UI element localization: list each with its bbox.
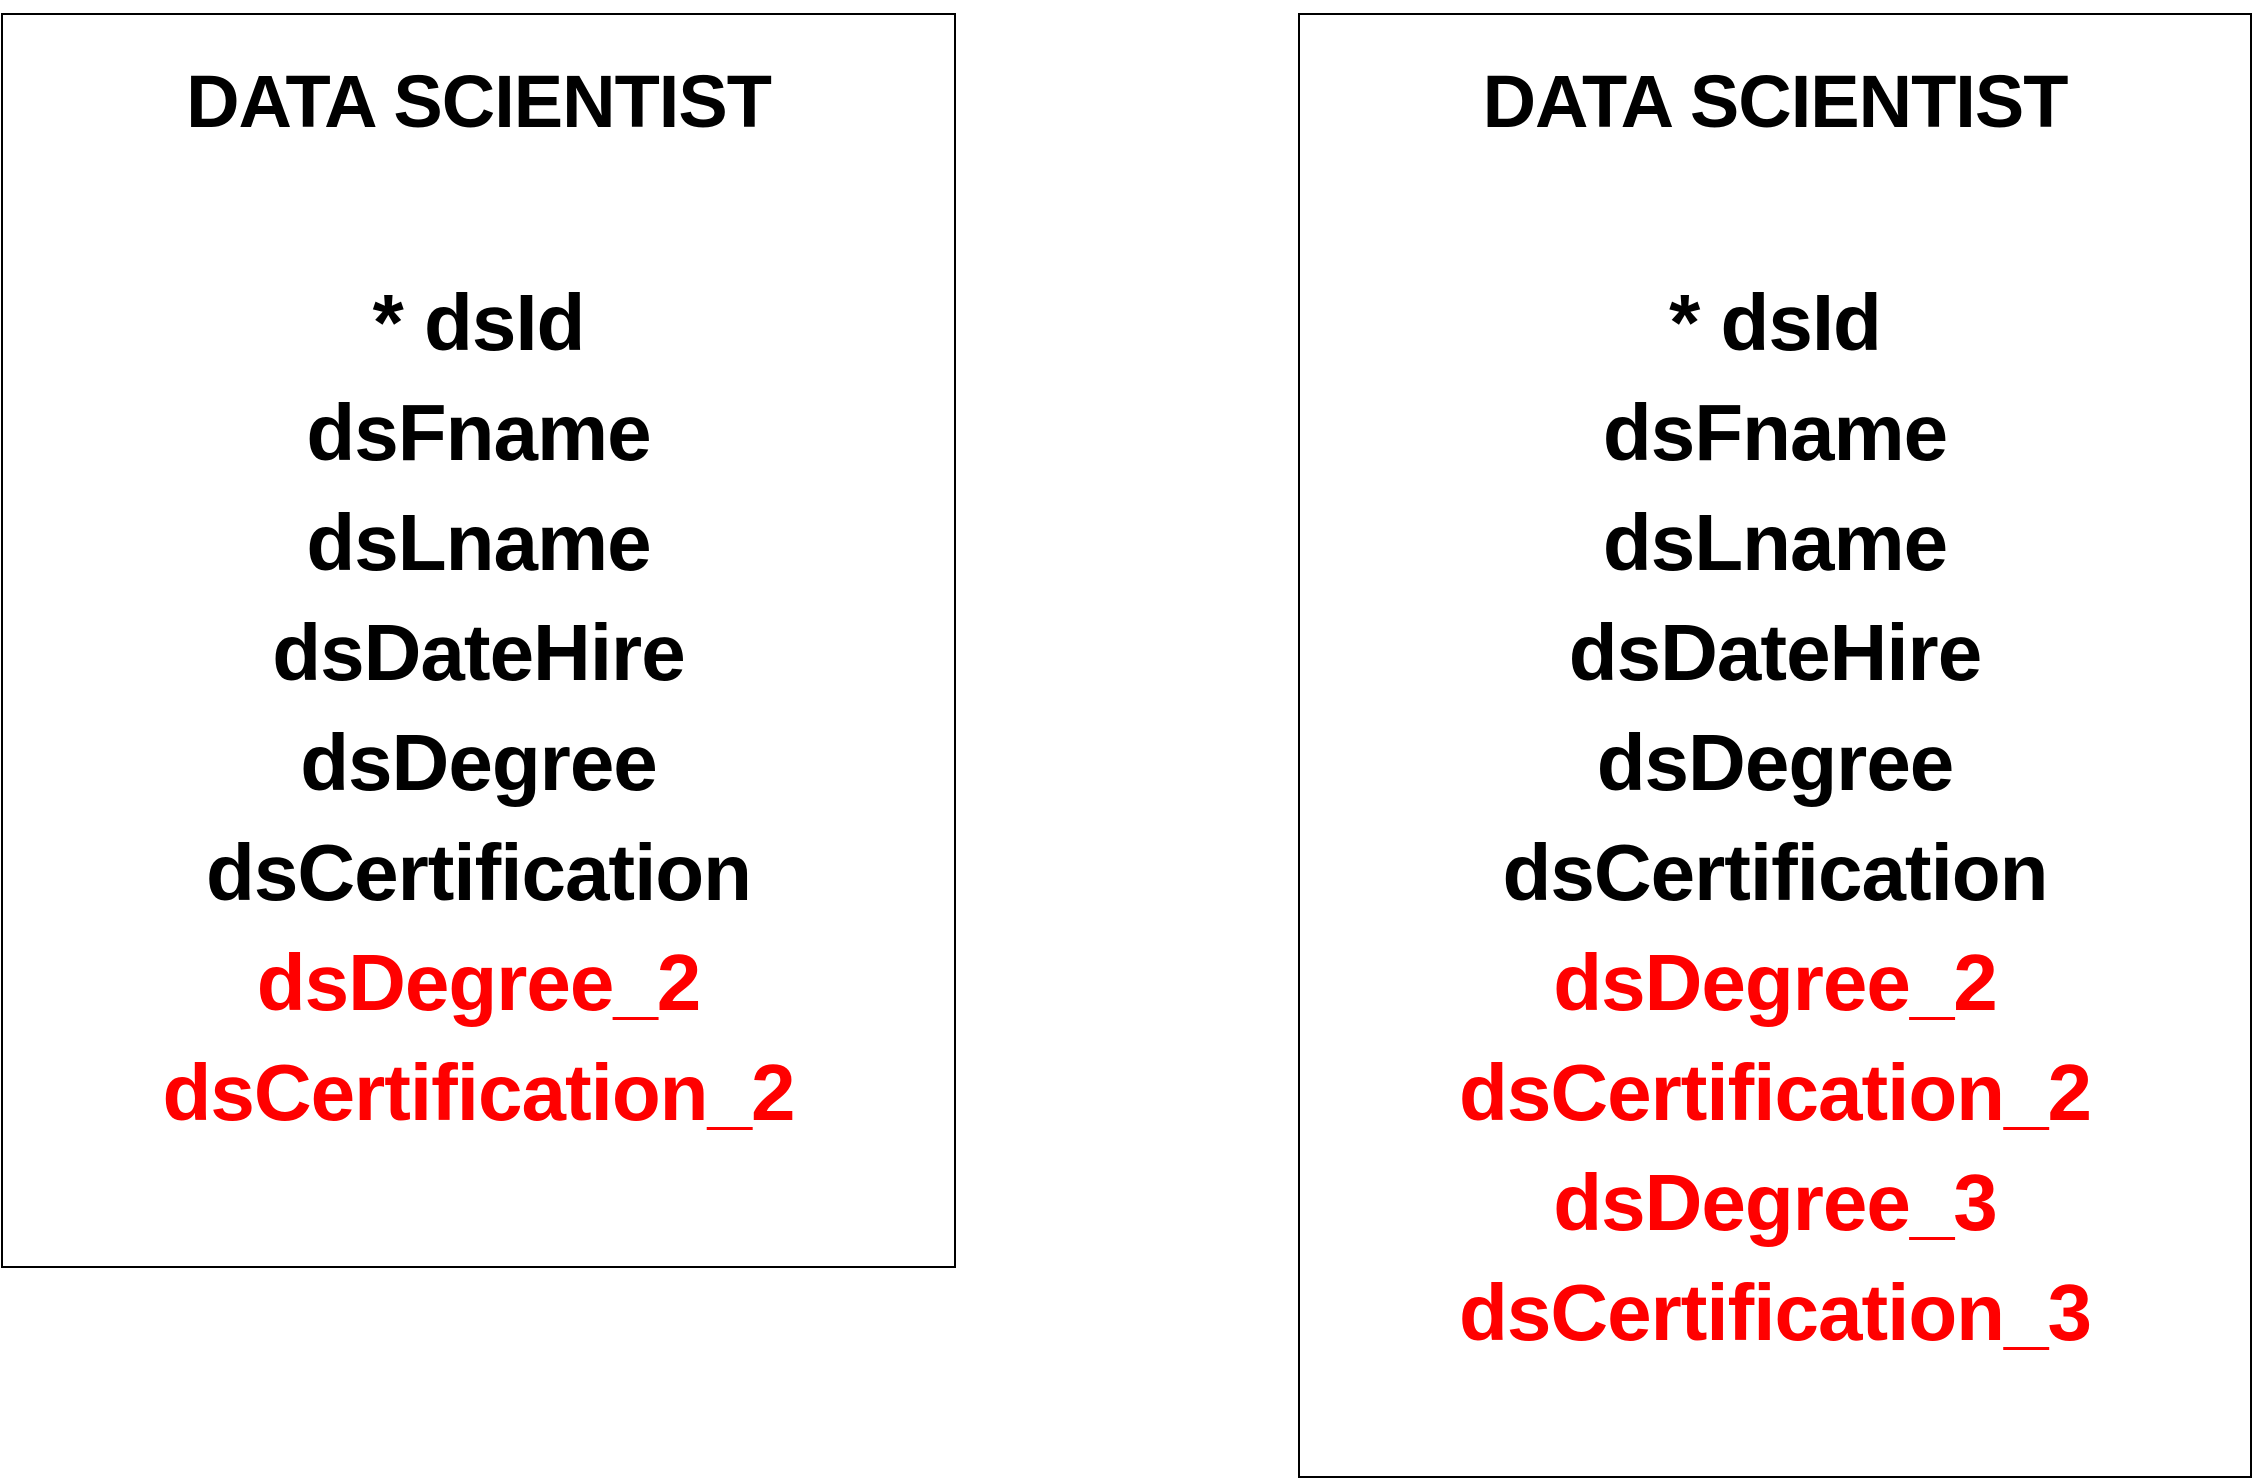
entity-box-data-scientist-left: DATA SCIENTIST * dsId dsFname dsLname dsDat… xyxy=(1,13,956,1268)
attribute: dsDateHire xyxy=(272,608,685,697)
attribute-added: dsDegree_2 xyxy=(1553,938,1998,1027)
attribute-added: dsDegree_2 xyxy=(256,938,702,1027)
attribute-added: dsDegree_3 xyxy=(1553,1158,1998,1247)
entity-title: DATA SCIENTIST xyxy=(1482,60,2069,143)
attribute: dsFname xyxy=(306,388,651,477)
attribute-primary-key: * dsId xyxy=(1669,278,1882,367)
attribute-primary-key: * dsId xyxy=(372,278,586,367)
attribute: dsFname xyxy=(1602,388,1948,477)
attribute: dsCertification xyxy=(205,828,752,917)
entity-title: DATA SCIENTIST xyxy=(186,60,772,143)
attribute-added: dsCertification_3 xyxy=(1458,1268,2092,1357)
attribute-list: * dsId dsFname dsLname dsDateHire dsDegree ds… xyxy=(3,268,954,1148)
attribute: dsDateHire xyxy=(1568,608,1982,697)
attribute-added: dsCertification_2 xyxy=(162,1048,795,1137)
attribute: dsLname xyxy=(1602,498,1948,587)
attribute-list: * dsId dsFname dsLname dsDateHire dsDegree ds… xyxy=(1300,268,2250,1368)
attribute: dsDegree xyxy=(1596,718,1955,807)
attribute: dsLname xyxy=(306,498,651,587)
entity-box-data-scientist-right: DATA SCIENTIST * dsId dsFname dsLname dsDat… xyxy=(1298,13,2252,1478)
attribute: dsDegree xyxy=(300,718,658,807)
attribute: dsCertification xyxy=(1502,828,2048,917)
attribute-added: dsCertification_2 xyxy=(1458,1048,2092,1137)
